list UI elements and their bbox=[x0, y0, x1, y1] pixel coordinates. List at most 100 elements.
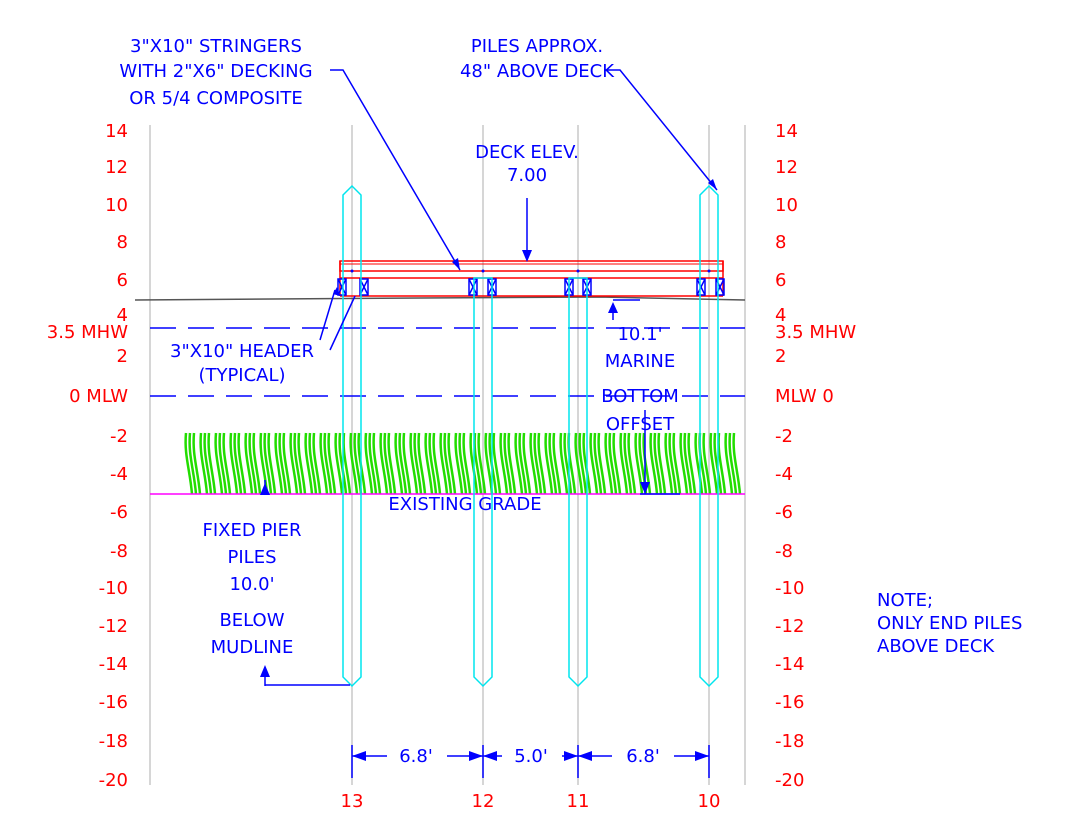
right-elevation-tick-5: 4 bbox=[775, 305, 786, 326]
header-block-cross bbox=[696, 278, 706, 296]
grass-blade bbox=[289, 432, 299, 495]
left-elevation-tick-10: -4 bbox=[110, 464, 128, 485]
right-elevation-tick-7: 2 bbox=[775, 346, 786, 367]
grass-blade bbox=[503, 432, 513, 495]
offset-note-line3: BOTTOM bbox=[601, 386, 679, 407]
grass-blade bbox=[413, 432, 423, 495]
right-elevation-tick-9: -2 bbox=[775, 426, 793, 447]
grass-blade bbox=[334, 432, 344, 495]
grass-blade bbox=[368, 432, 378, 495]
header-block-cross bbox=[468, 278, 478, 296]
stringers-note-line2: WITH 2"X6" DECKING bbox=[119, 61, 312, 82]
grass-blade bbox=[323, 432, 333, 495]
left-elevation-tick-16: -16 bbox=[99, 692, 128, 713]
right-elevation-tick-3: 8 bbox=[775, 232, 786, 253]
general-note-line1: NOTE; bbox=[877, 590, 933, 611]
left-elevation-tick-2: 10 bbox=[105, 195, 128, 216]
deck-elev-value: 7.00 bbox=[507, 165, 547, 186]
grass-blade bbox=[492, 432, 502, 495]
grass-blade bbox=[297, 432, 307, 495]
grass-blade bbox=[424, 432, 434, 495]
grass-blade bbox=[668, 432, 678, 495]
grass-blade bbox=[522, 432, 532, 495]
grass-blade bbox=[627, 432, 637, 495]
grass-blade bbox=[582, 432, 592, 495]
header-block-cross bbox=[337, 278, 347, 296]
left-elevation-tick-3: 8 bbox=[117, 232, 128, 253]
grass-blade bbox=[398, 432, 408, 495]
deck-elev-label: DECK ELEV. bbox=[475, 142, 579, 163]
grass-blade bbox=[402, 432, 412, 495]
right-elevation-tick-0: 14 bbox=[775, 121, 798, 142]
grass-blade bbox=[218, 432, 228, 495]
right-elevation-tick-17: -18 bbox=[775, 731, 804, 752]
grass-blade bbox=[304, 432, 314, 495]
left-elevation-tick-6: 3.5 MHW bbox=[47, 322, 128, 343]
grass-blade bbox=[702, 432, 712, 495]
grass-blade bbox=[199, 432, 209, 495]
leaders bbox=[264, 69, 718, 686]
stringers-note-line1: 3"X10" STRINGERS bbox=[130, 36, 302, 57]
grass-blade bbox=[372, 432, 382, 495]
fixed-pier-note-line1: FIXED PIER bbox=[203, 520, 302, 541]
grass-blade bbox=[443, 432, 453, 495]
grass-blade bbox=[664, 432, 674, 495]
grass-blade bbox=[237, 432, 247, 495]
pile-12 bbox=[473, 277, 493, 688]
station-label-11: 11 bbox=[567, 791, 590, 812]
grass-blade bbox=[282, 432, 292, 495]
grass-blade bbox=[364, 432, 374, 495]
grass-blade bbox=[263, 432, 273, 495]
piles-above-note-line1: PILES APPROX. bbox=[471, 36, 603, 57]
grass-blade bbox=[533, 432, 543, 495]
marine-grass bbox=[184, 432, 742, 495]
grass-blade bbox=[293, 432, 303, 495]
right-elevation-tick-16: -16 bbox=[775, 692, 804, 713]
left-elevation-tick-0: 14 bbox=[105, 121, 128, 142]
header-block bbox=[359, 278, 369, 296]
deck bbox=[339, 260, 724, 297]
grass-blade bbox=[308, 432, 318, 495]
grass-blade bbox=[252, 432, 262, 495]
grass-blade bbox=[267, 432, 277, 495]
grass-blade bbox=[724, 432, 734, 495]
grass-blade bbox=[529, 432, 539, 495]
header-block bbox=[696, 278, 706, 296]
grass-blade bbox=[432, 432, 442, 495]
right-elevation-tick-12: -8 bbox=[775, 541, 793, 562]
offset-note-line4: OFFSET bbox=[606, 414, 675, 435]
pile-10 bbox=[699, 184, 719, 688]
right-elevation-tick-8: MLW 0 bbox=[775, 386, 834, 407]
grass-blade bbox=[507, 432, 517, 495]
right-elevation-tick-11: -6 bbox=[775, 502, 793, 523]
left-elevation-tick-4: 6 bbox=[117, 270, 128, 291]
pile-13 bbox=[342, 184, 362, 688]
grass-blade bbox=[578, 432, 588, 495]
right-elevation-tick-13: -10 bbox=[775, 578, 804, 599]
header-block bbox=[468, 278, 478, 296]
fixed-pier-note-line5: MUDLINE bbox=[211, 637, 294, 658]
right-elevation-tick-2: 10 bbox=[775, 195, 798, 216]
grass-blade bbox=[604, 432, 614, 495]
grass-blade bbox=[379, 432, 389, 495]
spacing-label-11-10: 6.8' bbox=[626, 746, 660, 767]
grass-blade bbox=[188, 432, 198, 495]
grass-blade bbox=[469, 432, 479, 495]
grass-blade bbox=[387, 432, 397, 495]
grass-blade bbox=[439, 432, 449, 495]
grass-blade bbox=[634, 432, 644, 495]
left-elevation-tick-5: 4 bbox=[117, 305, 128, 326]
grass-blade bbox=[608, 432, 618, 495]
left-elevation-tick-11: -6 bbox=[110, 502, 128, 523]
header-block bbox=[715, 278, 725, 296]
grass-blade bbox=[462, 432, 472, 495]
left-elevation-tick-8: 0 MLW bbox=[69, 386, 128, 407]
general-note-line3: ABOVE DECK bbox=[877, 636, 995, 657]
grass-blade bbox=[732, 432, 742, 495]
marine-bottom-line bbox=[134, 296, 746, 301]
grass-blade bbox=[713, 432, 723, 495]
grass-blade bbox=[214, 432, 224, 495]
grass-blade bbox=[597, 432, 607, 495]
